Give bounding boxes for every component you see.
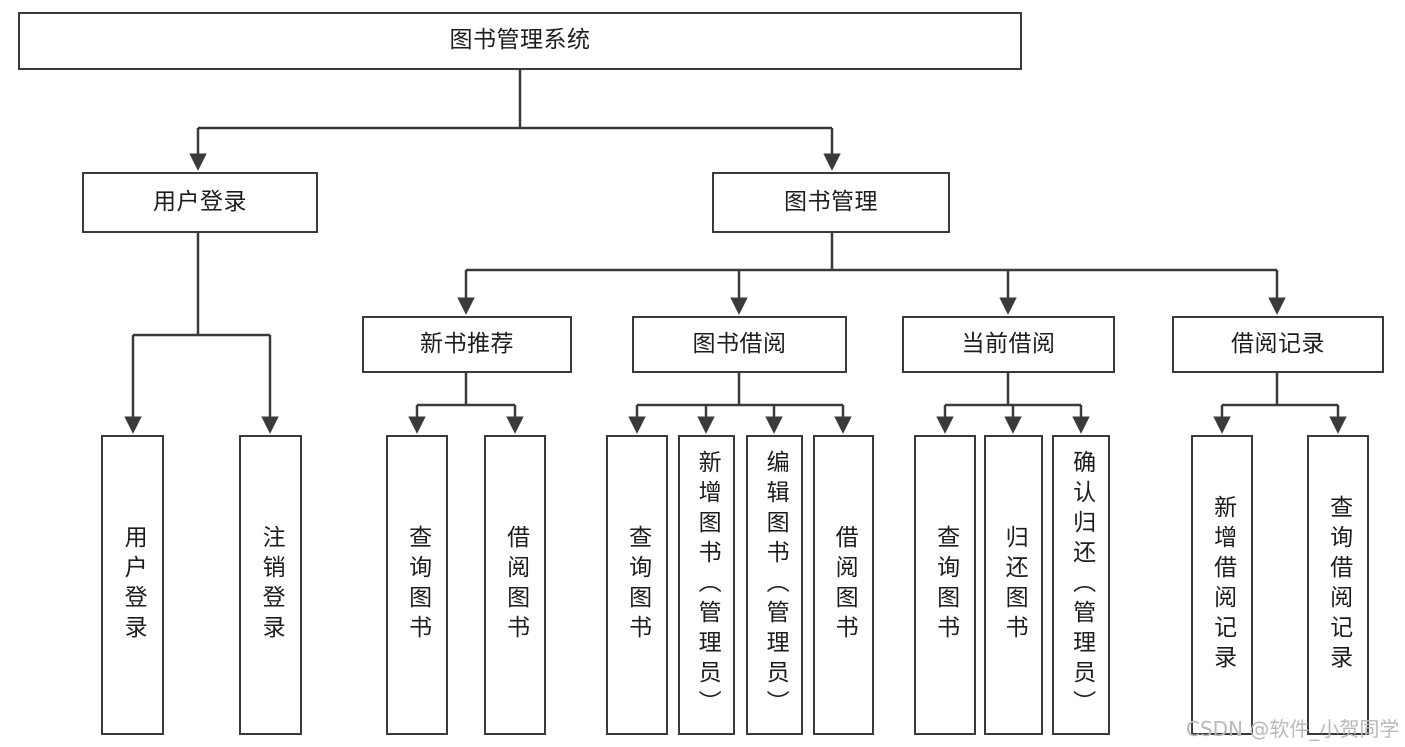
- leaf-query-record[interactable]: 查询借阅记录: [1307, 435, 1369, 735]
- leaf-edit-book[interactable]: 编辑图书（管理员）: [746, 435, 803, 735]
- leaf-logout-login-label: 注销登录: [258, 525, 285, 645]
- node-current-borrow[interactable]: 当前借阅: [902, 316, 1115, 373]
- leaf-query-book-1-label: 查询图书: [404, 525, 431, 645]
- node-new-book-recommend[interactable]: 新书推荐: [362, 316, 572, 373]
- leaf-add-record-label: 新增借阅记录: [1209, 495, 1236, 675]
- leaf-borrow-book-1-label: 借阅图书: [502, 525, 529, 645]
- node-book-borrow[interactable]: 图书借阅: [632, 316, 847, 373]
- leaf-return-book[interactable]: 归还图书: [984, 435, 1043, 735]
- node-book-management[interactable]: 图书管理: [712, 172, 950, 233]
- leaf-borrow-book-2[interactable]: 借阅图书: [813, 435, 874, 735]
- leaf-user-login-label: 用户登录: [120, 525, 147, 645]
- leaf-add-record[interactable]: 新增借阅记录: [1191, 435, 1253, 735]
- leaf-add-book[interactable]: 新增图书（管理员）: [678, 435, 735, 735]
- leaf-return-book-label: 归还图书: [1001, 525, 1028, 645]
- leaf-confirm-return-label: 确认归还（管理员）: [1068, 450, 1095, 720]
- leaf-borrow-book-1[interactable]: 借阅图书: [484, 435, 546, 735]
- node-user-login[interactable]: 用户登录: [82, 172, 318, 233]
- node-borrow-record[interactable]: 借阅记录: [1172, 316, 1384, 373]
- leaf-user-login[interactable]: 用户登录: [101, 435, 164, 735]
- csdn-watermark: CSDN @软件_小贺同学: [1186, 717, 1400, 741]
- leaf-query-book-1[interactable]: 查询图书: [386, 435, 448, 735]
- leaf-borrow-book-2-label: 借阅图书: [831, 525, 858, 645]
- leaf-query-book-3[interactable]: 查询图书: [914, 435, 976, 735]
- leaf-query-record-label: 查询借阅记录: [1325, 495, 1352, 675]
- leaf-query-book-3-label: 查询图书: [932, 525, 959, 645]
- leaf-query-book-2-label: 查询图书: [624, 525, 651, 645]
- node-root-system[interactable]: 图书管理系统: [18, 12, 1022, 70]
- leaf-query-book-2[interactable]: 查询图书: [606, 435, 668, 735]
- leaf-add-book-label: 新增图书（管理员）: [694, 450, 721, 720]
- leaf-confirm-return[interactable]: 确认归还（管理员）: [1052, 435, 1110, 735]
- leaf-edit-book-label: 编辑图书（管理员）: [762, 450, 789, 720]
- leaf-logout-login[interactable]: 注销登录: [239, 435, 302, 735]
